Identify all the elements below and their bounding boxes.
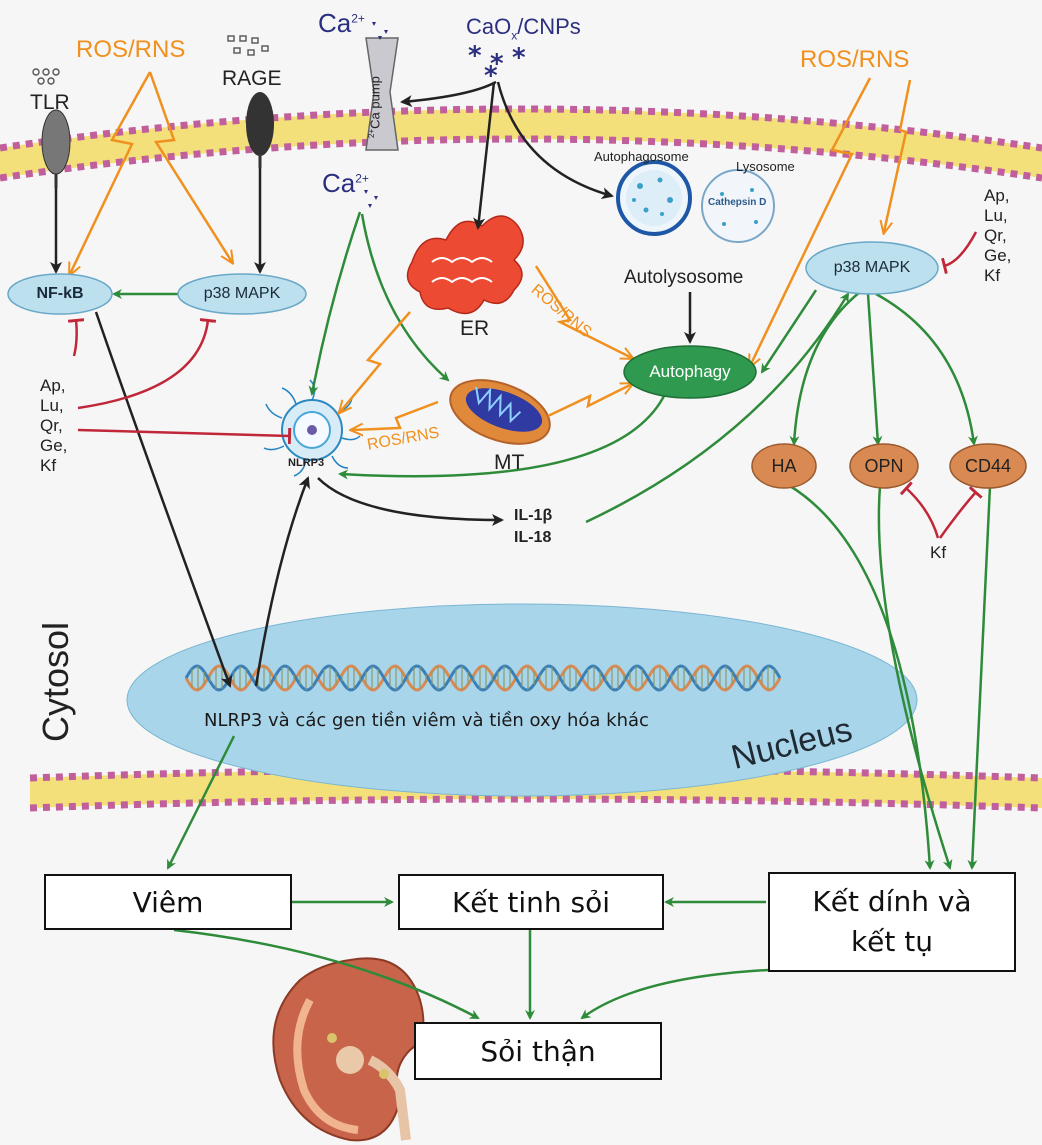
green-arrows [112, 211, 992, 1020]
ca-ion-label-top: Ca2+ [318, 8, 365, 38]
mt-label: MT [494, 451, 525, 474]
ca-ion-particles [364, 22, 388, 208]
cytosol-label: Cytosol [35, 621, 76, 742]
orange-ros-arrows [70, 71, 912, 430]
autophagy-label: Autophagy [649, 362, 731, 381]
svg-text:*: * [490, 49, 504, 79]
crystallization-label: Kết tinh sỏi [451, 885, 611, 919]
mitochondria-icon [449, 379, 551, 445]
ca-pump-channel-icon [365, 37, 399, 151]
tlr-label: TLR [30, 91, 70, 114]
nlrp3-label: NLRP3 [288, 457, 325, 469]
lysosome-icon [701, 169, 775, 243]
black-arrows [50, 80, 696, 688]
p38-mapk-node-right: p38 MAPK [806, 242, 938, 294]
kidney-stone-box: Sỏi thận [414, 1022, 662, 1080]
adhesion-label-line1: Kết dính và [812, 885, 972, 918]
cd44-label: CD44 [964, 455, 1012, 476]
adhesion-aggregation-box: Kết dính và kết tụ [768, 872, 1016, 972]
ca-pump-label: 2+Ca pump [367, 76, 383, 138]
ros-particles [32, 35, 269, 85]
svg-text:*: * [468, 41, 482, 71]
autophagosome-label: Autophagosome [594, 149, 689, 164]
ha-node: HA [752, 444, 816, 488]
kidney-illustration [272, 957, 425, 1142]
p38-mapk-label-right: p38 MAPK [833, 259, 911, 276]
node-shapes [7, 241, 1027, 489]
inflammation-label: Viêm [132, 885, 204, 919]
inhibitor-list-right: Ap, Lu, Qr, Ge, Kf [984, 186, 1012, 285]
adhesion-label-line2: kết tụ [850, 925, 934, 958]
autophagy-node: Autophagy [624, 346, 756, 398]
cd44-node: CD44 [950, 444, 1026, 488]
ros-rns-label-right: ROS/RNS [800, 46, 910, 73]
rage-receptor-icon [246, 92, 274, 168]
autolysosome-label: Autolysosome [624, 267, 744, 288]
rage-label: RAGE [222, 67, 282, 90]
caox-crystals-icon: **** [468, 41, 526, 91]
inflammation-box: Viêm [44, 874, 292, 930]
p38-mapk-node-left: p38 MAPK [178, 274, 306, 314]
nf-kb-label: NF-kB [36, 285, 84, 302]
il-18-label: IL-18 [514, 529, 552, 546]
opn-node: OPN [850, 444, 918, 488]
kidney-stone-label: Sỏi thận [480, 1034, 596, 1068]
lysosome-label: Lysosome [736, 159, 795, 174]
ca-ion-label-cytosol: Ca2+ [322, 168, 369, 198]
autophagosome-icon [616, 160, 692, 236]
inhibition-lines [67, 231, 983, 539]
caox-cnps-label: CaOx/CNPs [466, 14, 581, 43]
tlr-receptor-icon [41, 109, 71, 188]
nf-kb-node: NF-kB [8, 274, 112, 314]
p38-mapk-label-left: p38 MAPK [203, 285, 281, 302]
svg-text:*: * [512, 43, 526, 73]
cathepsin-d-label: Cathepsin D [708, 197, 767, 208]
kf-label: Kf [930, 543, 947, 562]
il-1b-label: IL-1β [514, 507, 553, 524]
opn-label: OPN [864, 455, 904, 476]
er-label: ER [460, 317, 490, 340]
crystallization-box: Kết tinh sỏi [398, 874, 664, 930]
inhibitor-list-left: Ap, Lu, Qr, Ge, Kf [40, 376, 68, 475]
er-organelle-icon [406, 215, 524, 315]
ha-label: HA [771, 455, 797, 476]
nucleus-shape [126, 603, 918, 797]
gene-caption: NLRP3 và các gen tiền viêm và tiền oxy h… [204, 710, 649, 731]
ros-rns-label-left: ROS/RNS [76, 36, 186, 63]
